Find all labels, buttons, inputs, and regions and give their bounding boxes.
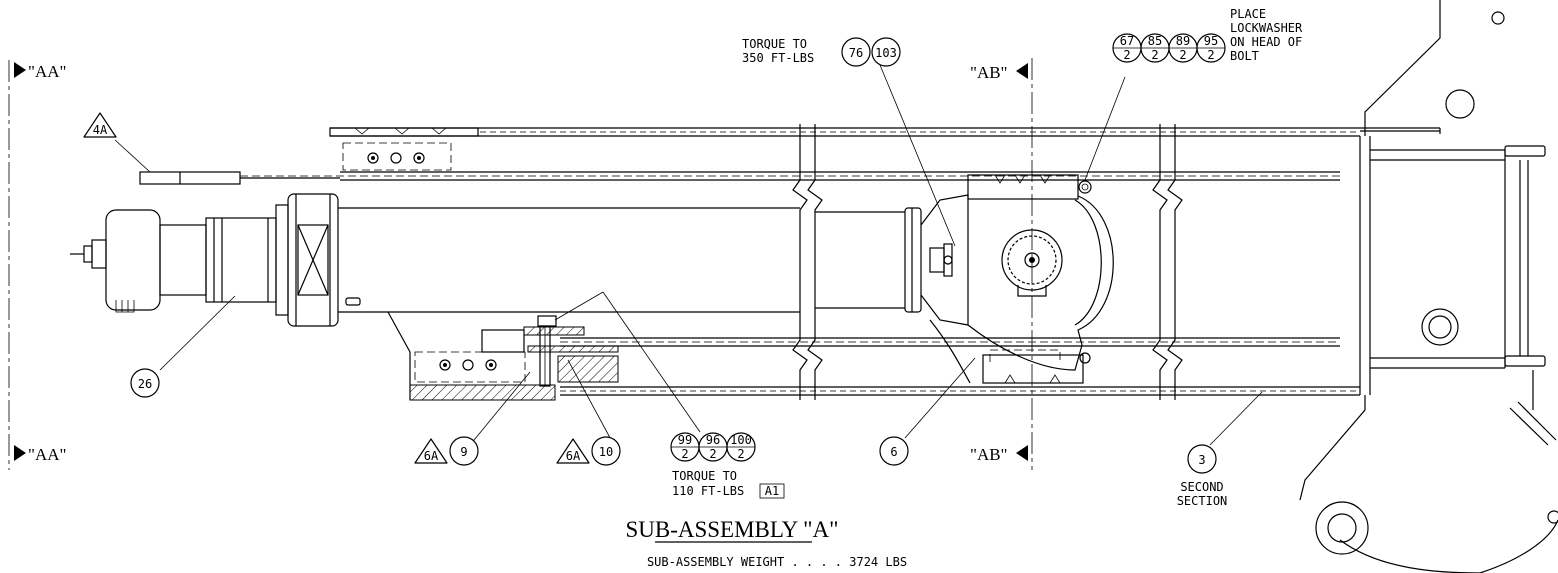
section-ab-label-top: "AB" bbox=[970, 63, 1008, 82]
split-bubble-95: 95 2 bbox=[1196, 33, 1226, 63]
svg-text:6: 6 bbox=[890, 445, 897, 459]
leader-lines bbox=[114, 64, 1263, 448]
svg-text:2: 2 bbox=[1123, 48, 1130, 62]
split-bubble-99: 99 2 bbox=[670, 432, 700, 462]
svg-text:BOLT: BOLT bbox=[1230, 49, 1259, 63]
svg-text:9: 9 bbox=[460, 445, 467, 459]
section-aa-label-bottom: "AA" bbox=[28, 445, 66, 464]
note-torque-110: TORQUE TO 110 FT-LBS A1 bbox=[672, 469, 785, 499]
svg-text:99: 99 bbox=[678, 433, 692, 447]
split-bubble-89: 89 2 bbox=[1168, 33, 1198, 63]
section-aa-label-top: "AA" bbox=[28, 62, 66, 81]
svg-text:TORQUE TO: TORQUE TO bbox=[742, 37, 807, 51]
svg-text:89: 89 bbox=[1176, 34, 1190, 48]
svg-text:110 FT-LBS: 110 FT-LBS bbox=[672, 484, 744, 498]
callout-3: 3 bbox=[1187, 444, 1217, 474]
svg-text:SECTION: SECTION bbox=[1177, 494, 1228, 508]
svg-text:6A: 6A bbox=[566, 449, 581, 463]
svg-text:PLACE: PLACE bbox=[1230, 7, 1266, 21]
triangle-callout-6a-1: 6A bbox=[414, 438, 448, 464]
svg-text:4A: 4A bbox=[93, 123, 108, 137]
note-torque-350: TORQUE TO 350 FT-LBS bbox=[742, 37, 814, 65]
split-bubbles-lockwasher: 67 2 85 2 89 2 95 2 bbox=[1112, 33, 1226, 63]
split-bubble-96: 96 2 bbox=[698, 432, 728, 462]
callout-10: 10 bbox=[591, 436, 621, 466]
title-block: SUB-ASSEMBLY "A" SUB-ASSEMBLY WEIGHT . .… bbox=[625, 517, 907, 569]
hydraulic-cylinder bbox=[70, 193, 969, 327]
boom-section bbox=[240, 0, 1558, 573]
svg-text:85: 85 bbox=[1148, 34, 1162, 48]
split-bubbles-torque: 99 2 96 2 100 2 bbox=[670, 432, 756, 462]
callout-9: 9 bbox=[449, 436, 479, 466]
section-ab-markers: "AB" "AB" bbox=[970, 58, 1033, 470]
split-bubble-67: 67 2 bbox=[1112, 33, 1142, 63]
section-aa-arrow-bottom bbox=[14, 445, 26, 461]
svg-text:2: 2 bbox=[737, 447, 744, 461]
bottom-wear-pad bbox=[387, 311, 971, 401]
triangle-callout-4a: 4A bbox=[83, 112, 117, 138]
svg-text:SECOND: SECOND bbox=[1180, 480, 1223, 494]
triangle-callout-6a-2: 6A bbox=[556, 438, 590, 464]
svg-text:100: 100 bbox=[730, 433, 752, 447]
weight-note: SUB-ASSEMBLY WEIGHT . . . . 3724 LBS bbox=[647, 555, 907, 569]
note-lockwasher: PLACE LOCKWASHER ON HEAD OF BOLT bbox=[1230, 7, 1303, 63]
callout-26: 26 bbox=[130, 368, 160, 398]
section-ab-arrow-bottom bbox=[1016, 445, 1028, 461]
callout-103: 103 bbox=[871, 37, 901, 67]
section-aa-markers: "AA" "AA" bbox=[8, 60, 66, 470]
drawing-title: SUB-ASSEMBLY "A" bbox=[625, 517, 838, 542]
svg-text:2: 2 bbox=[1207, 48, 1214, 62]
svg-text:67: 67 bbox=[1120, 34, 1134, 48]
split-bubble-100: 100 2 bbox=[726, 432, 756, 462]
svg-text:3: 3 bbox=[1198, 453, 1205, 467]
svg-text:2: 2 bbox=[709, 447, 716, 461]
section-ab-label-bottom: "AB" bbox=[970, 445, 1008, 464]
sheave-assembly bbox=[967, 174, 1114, 384]
extension-rod bbox=[139, 171, 340, 185]
svg-text:26: 26 bbox=[138, 377, 152, 391]
svg-text:2: 2 bbox=[1151, 48, 1158, 62]
svg-text:76: 76 bbox=[849, 46, 863, 60]
svg-text:96: 96 bbox=[706, 433, 720, 447]
top-wear-pad bbox=[342, 127, 452, 171]
svg-text:6A: 6A bbox=[424, 449, 439, 463]
section-ab-arrow-top bbox=[1016, 63, 1028, 79]
svg-text:LOCKWASHER: LOCKWASHER bbox=[1230, 21, 1303, 35]
svg-text:ON HEAD OF: ON HEAD OF bbox=[1230, 35, 1302, 49]
svg-text:103: 103 bbox=[875, 46, 897, 60]
svg-text:2: 2 bbox=[1179, 48, 1186, 62]
section-aa-arrow-top bbox=[14, 62, 26, 78]
svg-text:2: 2 bbox=[681, 447, 688, 461]
svg-text:95: 95 bbox=[1204, 34, 1218, 48]
svg-text:TORQUE TO: TORQUE TO bbox=[672, 469, 737, 483]
note-second-section: SECOND SECTION bbox=[1177, 480, 1228, 508]
callout-76: 76 bbox=[841, 37, 871, 67]
note-box-a1: A1 bbox=[765, 484, 779, 498]
split-bubble-85: 85 2 bbox=[1140, 33, 1170, 63]
svg-text:10: 10 bbox=[599, 445, 613, 459]
svg-text:350 FT-LBS: 350 FT-LBS bbox=[742, 51, 814, 65]
callout-6: 6 bbox=[879, 436, 909, 466]
